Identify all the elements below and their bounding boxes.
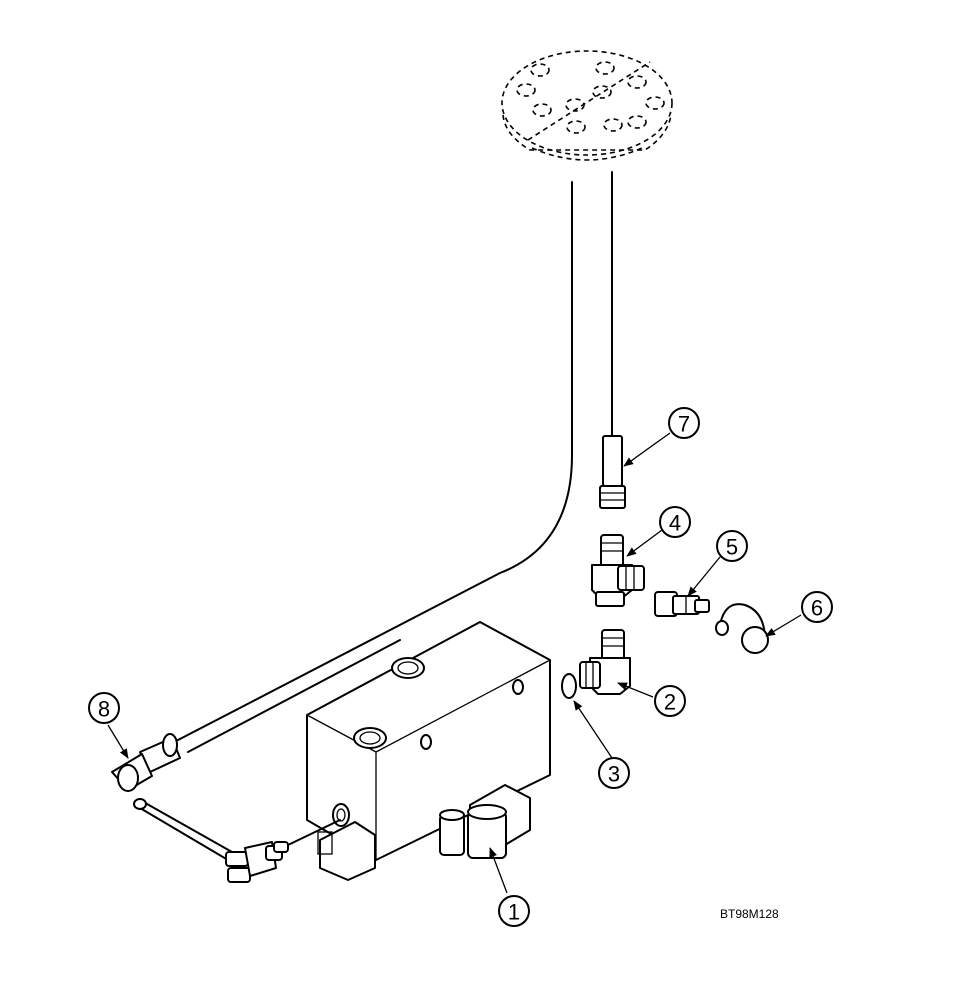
part-5-connector xyxy=(654,591,710,617)
part-8-hose-elbow xyxy=(111,733,341,883)
callout-3: 3 xyxy=(598,757,630,789)
figure-code: BT98M128 xyxy=(720,907,779,921)
callout-leaders xyxy=(107,432,802,894)
part-7-hose-fitting xyxy=(599,435,626,509)
callout-6: 6 xyxy=(801,591,833,623)
callout-7: 7 xyxy=(668,407,700,439)
long-hose xyxy=(177,181,573,753)
callout-3-label: 3 xyxy=(608,762,620,787)
callout-4-label: 4 xyxy=(669,511,681,536)
callout-8: 8 xyxy=(88,692,120,724)
callout-4: 4 xyxy=(659,506,691,538)
callout-2-label: 2 xyxy=(664,690,676,715)
callout-6-label: 6 xyxy=(811,596,823,621)
part-3-o-ring xyxy=(561,673,577,699)
callout-8-label: 8 xyxy=(98,697,110,722)
callout-1-label: 1 xyxy=(508,900,520,925)
callout-1: 1 xyxy=(498,895,530,927)
callout-5: 5 xyxy=(716,530,748,562)
dashed-foot-pedal xyxy=(501,50,673,161)
callout-2: 2 xyxy=(654,685,686,717)
callout-5-label: 5 xyxy=(726,535,738,560)
part-1-valve-block xyxy=(306,621,551,881)
part-6-cap xyxy=(715,603,769,654)
callout-7-label: 7 xyxy=(678,412,690,437)
part-4-elbow-fitting xyxy=(591,534,645,607)
